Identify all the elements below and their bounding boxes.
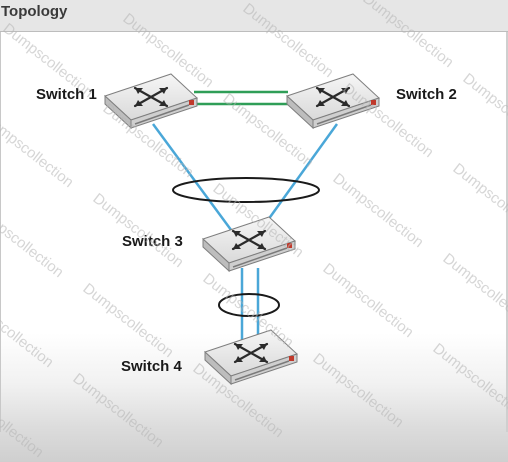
switch-2-label: Switch 2: [396, 86, 457, 103]
page-title: Topology: [1, 3, 68, 20]
link-switch1-switch2: [194, 90, 288, 106]
switch-2-icon[interactable]: [285, 72, 381, 130]
switch-1-icon[interactable]: [103, 72, 199, 130]
link-switch3-switch4: [240, 268, 260, 342]
switch-3-label: Switch 3: [122, 233, 183, 250]
switch-4-icon[interactable]: [203, 328, 299, 386]
etherchannel-lower-ring: [218, 293, 280, 317]
switch-1-label: Switch 1: [36, 86, 97, 103]
frame-edge-left: [0, 32, 1, 432]
frame-edge-right: [506, 32, 508, 432]
switch-3-icon[interactable]: [201, 215, 297, 273]
etherchannel-upper-ring: [172, 177, 320, 203]
switch-4-label: Switch 4: [121, 358, 182, 375]
